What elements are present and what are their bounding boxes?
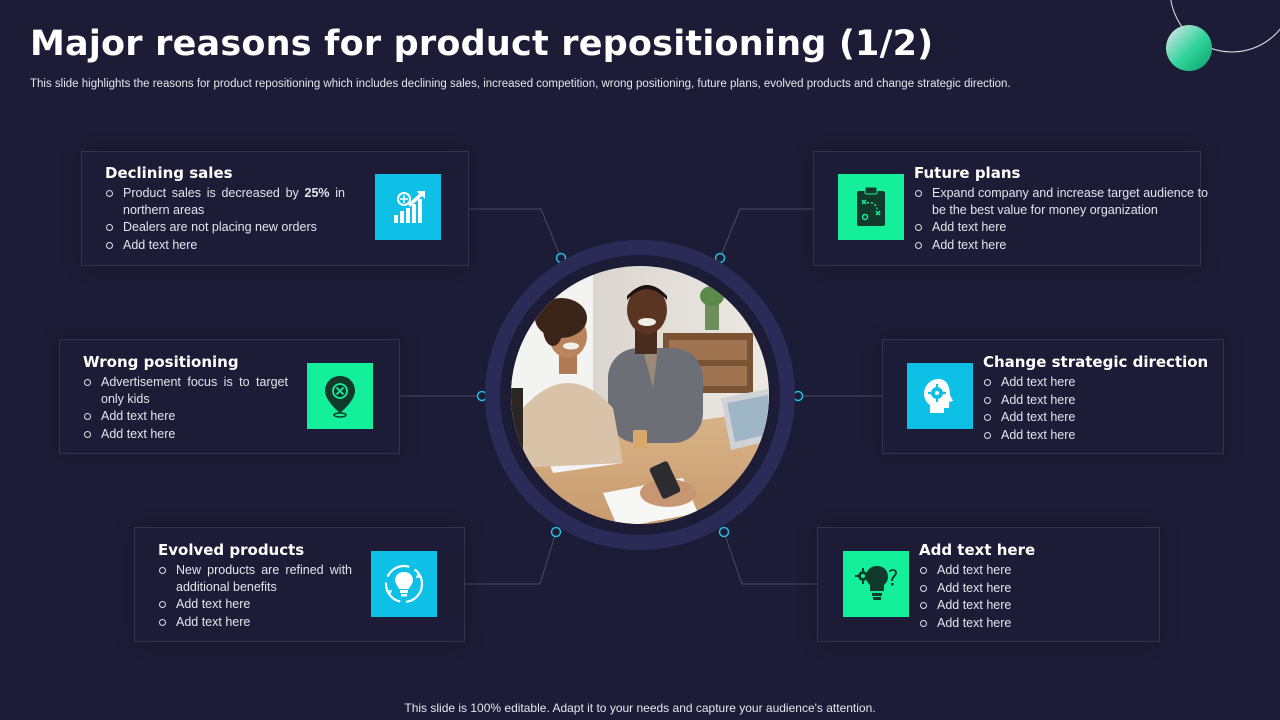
page-subtitle: This slide highlights the reasons for pr…: [30, 78, 1011, 90]
add-text-icon-tile: [843, 551, 909, 617]
wrong-positioning-list: Advertisement focus is to target only ki…: [83, 374, 288, 443]
declining-sales-icon-tile: [375, 174, 441, 240]
change-strategic-list: Add text here Add text here Add text her…: [983, 374, 1183, 444]
list-item: Add text here: [919, 580, 1119, 597]
add-text-list: Add text here Add text here Add text her…: [919, 562, 1119, 632]
evolved-products-list: New products are refined with additional…: [158, 562, 352, 631]
list-item: Expand company and increase target audie…: [914, 185, 1208, 218]
list-item: Add text here: [158, 614, 352, 631]
card-evolved-products-frame: [134, 527, 465, 642]
card-wrong-positioning-frame: [59, 339, 400, 454]
list-item: New products are refined with additional…: [158, 562, 352, 595]
head-gear-icon: [924, 379, 953, 413]
evolved-products-title: Evolved products: [158, 541, 305, 559]
card-declining-sales-frame: [81, 151, 469, 266]
meeting-photo: [483, 238, 797, 552]
list-item: Add text here: [83, 408, 288, 425]
list-item: Add text here: [919, 562, 1119, 579]
wrong-positioning-icon-tile: [307, 363, 373, 429]
future-plans-list: Expand company and increase target audie…: [914, 185, 1208, 254]
list-item: Add text here: [105, 237, 345, 254]
future-plans-title: Future plans: [914, 164, 1021, 182]
future-plans-icon-tile: [838, 174, 904, 240]
card-change-strategic-frame: [882, 339, 1224, 454]
location-pin-cross-icon: [325, 376, 355, 418]
strategy-clipboard-icon: [857, 186, 885, 226]
list-item: Add text here: [983, 392, 1183, 409]
list-item: Add text here: [983, 374, 1183, 391]
page-title: Major reasons for product repositioning …: [30, 24, 934, 64]
change-strategic-title: Change strategic direction: [983, 353, 1209, 371]
evolved-products-icon-tile: [371, 551, 437, 617]
list-item: Advertisement focus is to target only ki…: [83, 374, 288, 407]
card-add-text-frame: [817, 527, 1160, 642]
list-item: Add text here: [983, 409, 1183, 426]
list-item: Product sales is decreased by 25% in nor…: [105, 185, 345, 218]
lightbulb-cycle-icon: [384, 564, 424, 604]
change-strategic-icon-tile: [907, 363, 973, 429]
declining-sales-list: Product sales is decreased by 25% in nor…: [105, 185, 345, 254]
card-future-plans-frame: [813, 151, 1201, 266]
list-item: Add text here: [914, 237, 1208, 254]
list-item: Add text here: [158, 596, 352, 613]
wrong-positioning-title: Wrong positioning: [83, 353, 239, 371]
list-item: Add text here: [914, 219, 1208, 236]
footer-note: This slide is 100% editable. Adapt it to…: [404, 701, 876, 715]
head-idea-question-icon: [855, 566, 897, 600]
list-item: Add text here: [983, 427, 1183, 444]
decorative-circles: [1166, 0, 1280, 71]
list-item: Add text here: [919, 597, 1119, 614]
list-item: Add text here: [83, 426, 288, 443]
list-item: Dealers are not placing new orders: [105, 219, 345, 236]
add-text-title: Add text here: [919, 541, 1036, 559]
list-item: Add text here: [919, 615, 1119, 632]
declining-sales-title: Declining sales: [105, 164, 233, 182]
growth-chart-icon: [394, 191, 425, 223]
